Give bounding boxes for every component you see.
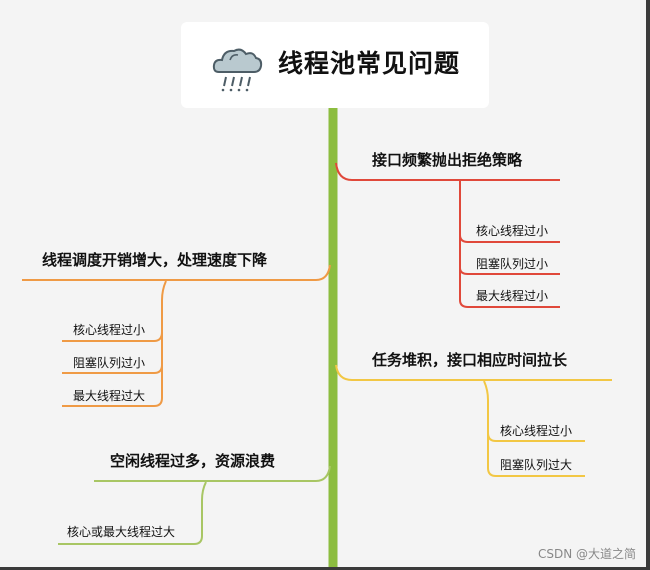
branch-4-connector bbox=[94, 465, 331, 482]
branch-3-label[interactable]: 任务堆积，接口相应时间拉长 bbox=[372, 351, 568, 369]
branch-1-sub-trunk bbox=[459, 181, 469, 308]
branch-3-item-1[interactable]: 核心线程过小 bbox=[500, 424, 573, 438]
branch-2-sub-1-line bbox=[62, 331, 163, 342]
branch-3-connector bbox=[335, 364, 612, 381]
branch-4-sub-trunk bbox=[58, 481, 207, 545]
branch-3-item-2[interactable]: 阻塞队列过大 bbox=[500, 458, 573, 472]
branch-1-sub-1-line bbox=[459, 234, 560, 243]
branch-2-connector bbox=[22, 264, 331, 281]
branch-1-sub-2-line bbox=[459, 267, 560, 275]
branch-1-item-2[interactable]: 阻塞队列过小 bbox=[476, 257, 549, 271]
branch-3-sub-1-line bbox=[487, 432, 585, 442]
branch-4-label[interactable]: 空闲线程过多，资源浪费 bbox=[110, 452, 276, 470]
branch-1-label[interactable]: 接口频繁抛出拒绝策略 bbox=[372, 151, 523, 169]
branch-1-item-1[interactable]: 核心线程过小 bbox=[476, 224, 549, 238]
watermark: CSDN @大道之简 bbox=[537, 547, 636, 561]
branch-1-connector bbox=[335, 162, 560, 181]
branch-4-item-1[interactable]: 核心或最大线程过大 bbox=[67, 525, 176, 539]
window-frame-bottom bbox=[0, 567, 650, 570]
branch-1-item-3[interactable]: 最大线程过小 bbox=[476, 289, 549, 303]
cloud-rain-icon bbox=[212, 48, 263, 92]
branch-2-item-1[interactable]: 核心线程过小 bbox=[73, 323, 146, 337]
branch-3-sub-trunk bbox=[483, 380, 497, 477]
branch-2-sub-2-line bbox=[62, 364, 163, 374]
branch-2-item-2[interactable]: 阻塞队列过小 bbox=[73, 356, 146, 370]
window-frame-right bbox=[646, 0, 650, 570]
central-topic-title: 线程池常见问题 bbox=[278, 49, 461, 78]
central-topic[interactable]: 线程池常见问题 bbox=[181, 22, 489, 108]
branch-2-label[interactable]: 线程调度开销增大，处理速度下降 bbox=[42, 251, 268, 269]
branch-2-sub-trunk bbox=[153, 280, 167, 407]
branch-2-item-3[interactable]: 最大线程过大 bbox=[73, 389, 146, 403]
